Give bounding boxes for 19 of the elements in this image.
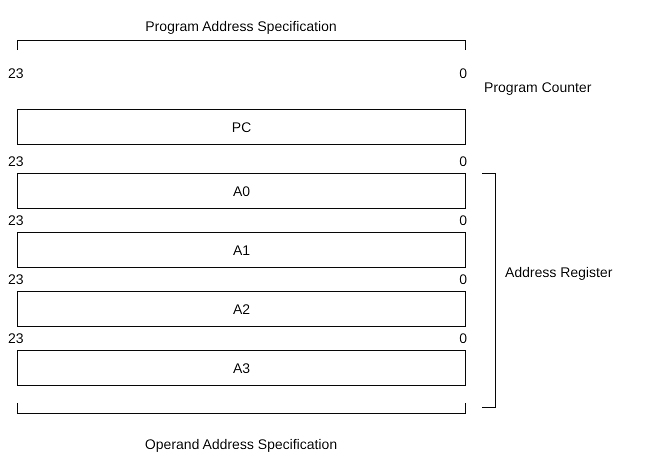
bit-number: 0: [459, 271, 467, 287]
register-label: Program Counter: [484, 79, 592, 95]
bracket-label: Operand Address Specification: [144, 436, 338, 452]
bit-number: 0: [459, 330, 467, 346]
bracket-label: Program Address Specification: [145, 18, 337, 34]
bit-number: 23: [8, 271, 24, 287]
address-register-box: A0: [17, 173, 466, 209]
bit-number: 0: [459, 153, 467, 169]
address-register-box: A3: [17, 350, 466, 386]
bit-number: 23: [8, 212, 24, 228]
bit-number: 23: [8, 330, 24, 346]
bit-number: 23: [8, 65, 24, 81]
address-register-box: A1: [17, 232, 466, 268]
program-counter-register: PC: [17, 109, 466, 145]
address-register-box: A2: [17, 291, 466, 327]
register-label: Address Register: [505, 264, 612, 280]
bit-number: 23: [8, 153, 24, 169]
bit-number: 0: [459, 65, 467, 81]
bit-number: 0: [459, 212, 467, 228]
